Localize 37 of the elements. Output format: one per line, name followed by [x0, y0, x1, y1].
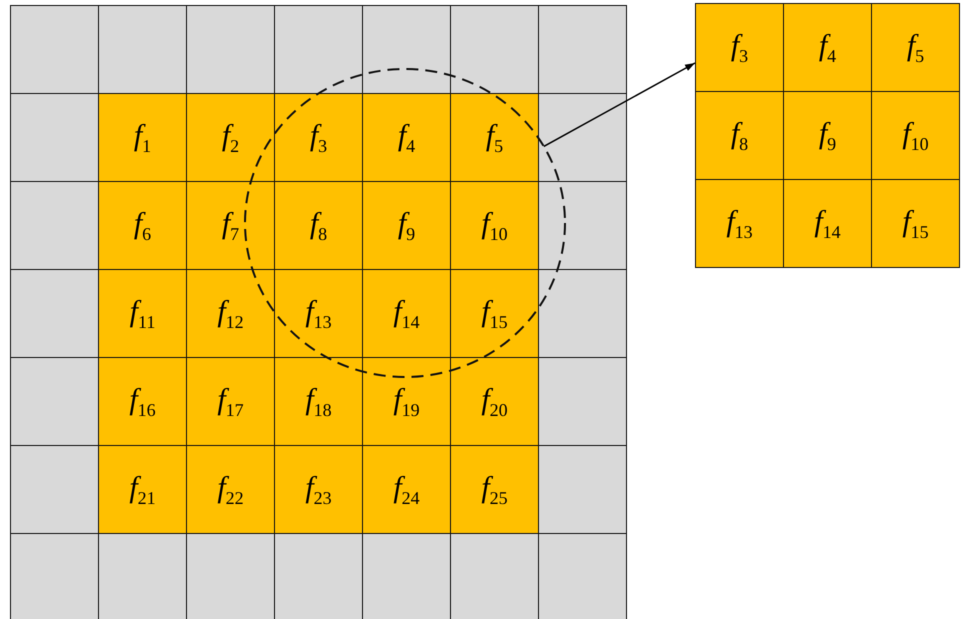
variable-label: f$_{3}$ — [730, 30, 748, 64]
variable-label: f$_{10}$ — [481, 208, 508, 242]
variable-label: f$_{4}$ — [818, 30, 836, 64]
arrow — [543, 62, 696, 148]
variable-label: f$_{18}$ — [305, 384, 332, 418]
variable-label: f$_{9}$ — [818, 118, 836, 152]
variable-label: f$_{19}$ — [393, 384, 420, 418]
variable-label: f$_{15}$ — [481, 296, 508, 330]
variable-label: f$_{1}$ — [134, 120, 152, 154]
variable-label: f$_{5}$ — [906, 30, 924, 64]
variable-label: f$_{8}$ — [310, 208, 328, 242]
variable-label: f$_{25}$ — [481, 472, 508, 506]
variable-label: f$_{8}$ — [730, 118, 748, 152]
variable-label: f$_{21}$ — [129, 472, 156, 506]
variable-label: f$_{15}$ — [902, 206, 929, 240]
variable-label: f$_{13}$ — [305, 296, 332, 330]
variable-label: f$_{14}$ — [393, 296, 420, 330]
variable-label: f$_{6}$ — [134, 208, 152, 242]
variable-label: f$_{24}$ — [393, 472, 420, 506]
zoomed-grid — [695, 3, 960, 268]
variable-label: f$_{17}$ — [217, 384, 244, 418]
variable-label: f$_{20}$ — [481, 384, 508, 418]
variable-label: f$_{7}$ — [222, 208, 240, 242]
variable-label: f$_{5}$ — [486, 120, 504, 154]
dashed-circle — [244, 68, 566, 378]
variable-label: f$_{10}$ — [902, 118, 929, 152]
variable-label: f$_{11}$ — [130, 296, 156, 330]
variable-label: f$_{3}$ — [310, 120, 328, 154]
variable-label: f$_{2}$ — [222, 120, 240, 154]
variable-label: f$_{14}$ — [814, 206, 841, 240]
variable-label: f$_{16}$ — [129, 384, 156, 418]
variable-label: f$_{23}$ — [305, 472, 332, 506]
variable-label: f$_{12}$ — [217, 296, 244, 330]
variable-label: f$_{13}$ — [726, 206, 753, 240]
variable-label: f$_{22}$ — [217, 472, 244, 506]
variable-label: f$_{4}$ — [398, 120, 416, 154]
variable-label: f$_{9}$ — [398, 208, 416, 242]
